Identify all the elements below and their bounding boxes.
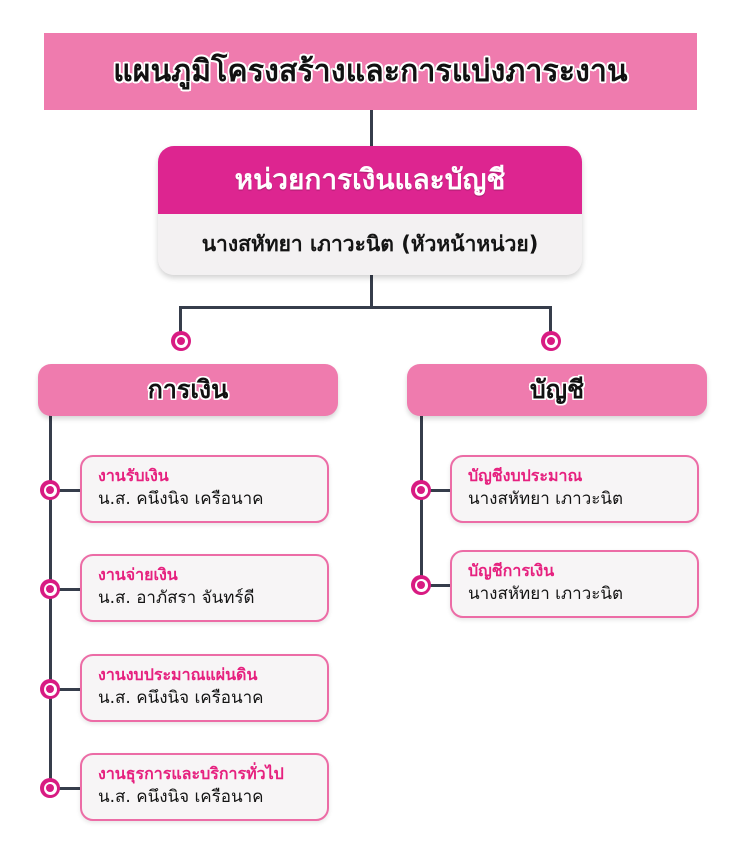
leaf-card-finance-1: งานรับเงิน น.ส. คนึงนิจ เครือนาค <box>80 455 329 523</box>
ring-core <box>417 486 425 494</box>
connector-stub-finance-3 <box>49 688 82 691</box>
connector-horizontal-split <box>179 306 552 309</box>
ring-core <box>46 685 54 693</box>
leaf-card-finance-2: งานจ่ายเงิน น.ส. อาภัสรา จันทร์ดี <box>80 554 329 622</box>
ring-core <box>46 585 54 593</box>
head-unit-box: หน่วยการเงินและบัญชี นางสหัทยา เภาวะนิต … <box>158 146 582 275</box>
ring-gap <box>43 582 57 596</box>
node-marker-finance-1 <box>40 480 60 500</box>
leaf-person: น.ส. คนึงนิจ เครือนาค <box>98 489 264 509</box>
leaf-title: บัญชีการเงิน <box>468 561 555 580</box>
node-marker-finance-3 <box>40 679 60 699</box>
node-marker-accounting-1 <box>411 480 431 500</box>
leaf-card-finance-3: งานงบประมาณแผ่นดิน น.ส. คนึงนิจ เครือนาค <box>80 654 329 722</box>
leaf-person: นางสหัทยา เภาวะนิต <box>468 584 624 604</box>
ring-core <box>46 486 54 494</box>
ring-gap <box>174 334 188 348</box>
node-marker-finance-4 <box>40 778 60 798</box>
leaf-card-accounting-2: บัญชีการเงิน นางสหัทยา เภาวะนิต <box>450 550 699 618</box>
connector-head-to-split <box>370 275 373 308</box>
ring-core <box>417 581 425 589</box>
ring-gap <box>544 334 558 348</box>
node-marker-finance-2 <box>40 579 60 599</box>
branch-header-finance-label: การเงิน <box>147 375 229 404</box>
connector-stub-finance-1 <box>49 489 82 492</box>
connector-stub-finance-2 <box>49 588 82 591</box>
ring-gap <box>43 682 57 696</box>
leaf-title: บัญชีงบประมาณ <box>468 466 583 485</box>
leaf-person: น.ส. อาภัสรา จันทร์ดี <box>98 588 255 608</box>
branch-header-finance: การเงิน <box>38 364 338 416</box>
connector-rail-finance <box>49 412 52 787</box>
leaf-person: น.ส. คนึงนิจ เครือนาค <box>98 688 264 708</box>
connector-stub-accounting-1 <box>420 489 453 492</box>
ring-core <box>46 784 54 792</box>
connector-title-to-head <box>370 110 373 148</box>
leaf-title: งานธุรการและบริการทั่วไป <box>98 764 284 783</box>
leaf-title: งานงบประมาณแผ่นดิน <box>98 665 258 684</box>
ring-gap <box>43 483 57 497</box>
head-unit-person: นางสหัทยา เภาวะนิต (หัวหน้าหน่วย) <box>158 214 582 275</box>
branch-header-accounting-label: บัญชี <box>529 375 585 404</box>
leaf-person: นางสหัทยา เภาวะนิต <box>468 489 624 509</box>
chart-title: แผนภูมิโครงสร้างและการแบ่งภาระงาน <box>113 54 628 89</box>
ring-core <box>177 337 185 345</box>
node-marker-finance-branch <box>171 331 191 351</box>
ring-gap <box>414 483 428 497</box>
chart-title-banner: แผนภูมิโครงสร้างและการแบ่งภาระงาน <box>44 33 697 110</box>
ring-core <box>547 337 555 345</box>
head-unit-name: หน่วยการเงินและบัญชี <box>158 146 582 214</box>
leaf-title: งานรับเงิน <box>98 466 169 485</box>
connector-stub-finance-4 <box>49 787 82 790</box>
branch-header-accounting: บัญชี <box>407 364 707 416</box>
connector-split-to-accounting <box>549 306 552 338</box>
ring-gap <box>414 578 428 592</box>
leaf-title: งานจ่ายเงิน <box>98 565 178 584</box>
leaf-card-finance-4: งานธุรการและบริการทั่วไป น.ส. คนึงนิจ เค… <box>80 753 329 821</box>
leaf-card-accounting-1: บัญชีงบประมาณ นางสหัทยา เภาวะนิต <box>450 455 699 523</box>
node-marker-accounting-2 <box>411 575 431 595</box>
leaf-person: น.ส. คนึงนิจ เครือนาค <box>98 787 264 807</box>
node-marker-accounting-branch <box>541 331 561 351</box>
ring-gap <box>43 781 57 795</box>
connector-stub-accounting-2 <box>420 584 453 587</box>
connector-split-to-finance <box>179 306 182 338</box>
